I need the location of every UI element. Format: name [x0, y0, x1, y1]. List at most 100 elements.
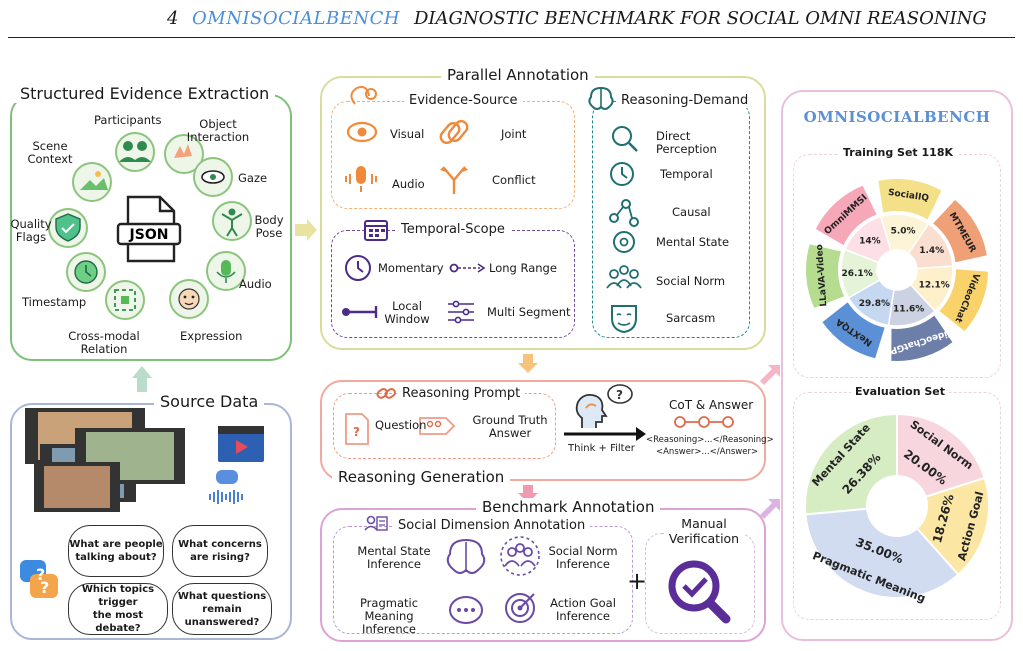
- question-bubble-3: Which topics trigger the most debate?: [68, 583, 168, 635]
- body-pose-label: Body Pose: [254, 213, 284, 240]
- verification-magnifier-icon: [668, 560, 731, 624]
- people-icon: [606, 265, 642, 289]
- participants-label: Participants: [94, 113, 162, 127]
- reasoning-demand-title: Reasoning-Demand: [616, 93, 754, 108]
- participants-icon: [115, 132, 155, 172]
- training-center-hole: [877, 250, 917, 290]
- split-arrows-icon: [440, 166, 468, 194]
- evidence-extraction-icons: JSON: [48, 132, 252, 320]
- thinking-head-icon: ?: [575, 384, 633, 428]
- evidence-source-icons: [345, 119, 469, 194]
- clock-icon: [66, 252, 106, 292]
- training-value-label-videochatgpt: 11.6%: [893, 304, 924, 314]
- document-question-icon: ?: [345, 413, 369, 445]
- eye-icon: [346, 121, 378, 143]
- prompt-ground-truth-label: Ground Truth Answer: [472, 413, 548, 440]
- question-bubble-2: What concerns are rising?: [172, 525, 268, 577]
- eval-slice-social-norm: [896, 412, 986, 499]
- cot-answer-title: CoT & Answer: [669, 398, 754, 412]
- multi-segment-icon: [448, 300, 474, 324]
- think-arrow: ?: [564, 384, 646, 441]
- training-value-label-llava-video: 26.1%: [841, 269, 872, 279]
- training-series-label-llava-video: LLaVA-Video: [815, 244, 829, 307]
- demand-social-norm-label: Social Norm: [656, 274, 726, 288]
- temporal-long-range-label: Long Range: [489, 261, 557, 275]
- dots-chat-icon: [449, 596, 483, 624]
- header-subtitle: DIAGNOSTIC BENCHMARK FOR SOCIAL OMNI REA…: [414, 8, 987, 29]
- video-frame-icon: [25, 408, 185, 512]
- prompt-question-label: Question: [375, 418, 427, 432]
- right-arrow: [295, 219, 317, 241]
- down-arrow-2: [518, 485, 538, 503]
- benchmark-name: OMNISOCIALBENCH: [192, 8, 401, 29]
- cot-answer-tag: <Answer>...</Answer>: [656, 447, 759, 457]
- evidence-visual-label: Visual: [390, 127, 425, 141]
- brain-icon: [446, 538, 486, 574]
- demand-sarcasm-label: Sarcasm: [666, 311, 716, 325]
- cross-modal-label: Cross-modal Relation: [68, 329, 140, 356]
- diagonal-arrow-up-2: [760, 499, 780, 519]
- brain-icon: [588, 86, 614, 110]
- social-dimension-title: Social Dimension Annotation: [393, 518, 591, 533]
- evidence-source-title: Evidence-Source: [404, 93, 523, 108]
- calendar-icon: [364, 220, 388, 241]
- timestamp-label: Timestamp: [22, 295, 87, 309]
- demand-direct-perception-label: Direct Perception: [656, 129, 717, 156]
- parallel-annotation-title: Parallel Annotation: [441, 66, 595, 84]
- temporal-multi-segment-label: Multi Segment: [487, 305, 571, 319]
- training-value-label-socialiq: 5.0%: [891, 226, 916, 236]
- microphone-icon: [206, 251, 246, 291]
- temporal-scope-icons: [342, 255, 486, 324]
- object-interaction-label: Object Interaction: [186, 117, 250, 144]
- training-petal-nextqa: [819, 299, 888, 361]
- quality-flags-label: Quality Flags: [10, 217, 52, 244]
- demand-mental-state-label: Mental State: [656, 235, 730, 249]
- cot-reasoning-tag: <Reasoning>...</Reasoning>: [646, 435, 774, 445]
- prompt-icons: ?: [345, 413, 456, 445]
- evidence-audio-label: Audio: [392, 177, 425, 191]
- svg-text:?: ?: [36, 565, 45, 584]
- down-arrow: [518, 354, 538, 373]
- long-range-icon: [449, 263, 486, 273]
- audio-wave-icon: [209, 470, 243, 504]
- training-petal-omnimmsi: [813, 183, 880, 248]
- think-filter-label: Think + Filter: [568, 443, 635, 454]
- temporal-scope-title: Temporal-Scope: [396, 222, 510, 237]
- question-bubble-1: What are people talking about?: [68, 525, 164, 577]
- demand-causal-label: Causal: [672, 205, 711, 219]
- diagonal-arrow-up: [760, 365, 780, 385]
- expression-icon: [169, 279, 209, 319]
- scene-context-icon: [72, 162, 112, 202]
- social-norm-inference-label: Social Norm Inference: [548, 544, 618, 571]
- temporal-momentary-label: Momentary: [378, 261, 444, 275]
- link-icon: [439, 119, 469, 145]
- svg-text:?: ?: [616, 388, 623, 402]
- benchmark-annotation-title: Benchmark Annotation: [476, 498, 661, 516]
- mask-icon: [611, 305, 637, 334]
- gear-head-icon: [613, 231, 635, 253]
- svg-text:?: ?: [40, 578, 49, 597]
- social-dimension-icons-2: [500, 536, 540, 623]
- body-pose-icon: [212, 201, 252, 241]
- microphone-icon: [345, 166, 377, 192]
- object-interaction-icon: [164, 134, 204, 174]
- link-icon: [376, 388, 397, 399]
- eval-slice-action-goal: [915, 476, 990, 577]
- audio-label: Audio: [239, 277, 272, 291]
- training-value-label-nextqa: 29.8%: [859, 299, 890, 309]
- reasoning-generation-panel: [320, 380, 766, 481]
- reasoning-demand-icons: [606, 126, 642, 334]
- evaluation-set-title: Evaluation Set: [851, 385, 950, 398]
- evidence-conflict-label: Conflict: [492, 173, 536, 187]
- eval-slice-mental-state: [804, 412, 898, 516]
- clock-icon: [610, 162, 634, 186]
- source-data-title: Source Data: [154, 392, 265, 411]
- local-window-icon: [342, 306, 378, 318]
- temporal-local-window-label: Local Window: [384, 299, 430, 326]
- training-petal-videochatgpt: [889, 312, 956, 363]
- evidence-joint-label: Joint: [501, 127, 527, 141]
- reasoning-generation-title: Reasoning Generation: [332, 468, 511, 486]
- training-petal-mtmeur: [930, 197, 990, 265]
- json-file-icon: [116, 195, 182, 263]
